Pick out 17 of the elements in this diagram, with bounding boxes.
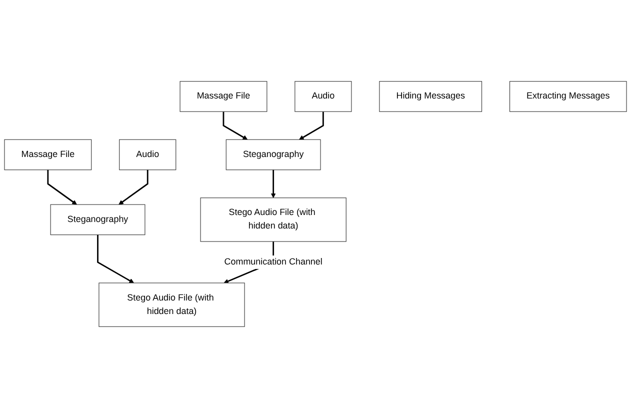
arrow xyxy=(47,170,77,205)
arrow xyxy=(118,170,148,205)
node-box: Massage File xyxy=(180,81,268,112)
edge-label: Communication Channel xyxy=(224,257,322,267)
node-box: Steganography xyxy=(50,204,146,236)
arrow xyxy=(299,112,324,140)
node-box: Hiding Messages xyxy=(379,81,482,112)
node-box: Stego Audio File (with hidden data) xyxy=(200,198,346,242)
node-box: Audio xyxy=(119,139,176,170)
arrow xyxy=(222,112,248,140)
arrow xyxy=(97,234,134,284)
node-box: Steganography xyxy=(226,139,321,170)
node-box: Massage File xyxy=(4,139,92,170)
node-box: Extracting Messages xyxy=(509,81,627,112)
arrow xyxy=(270,170,276,198)
node-box: Stego Audio File (with hidden data) xyxy=(98,282,245,327)
node-box: Audio xyxy=(294,81,352,112)
